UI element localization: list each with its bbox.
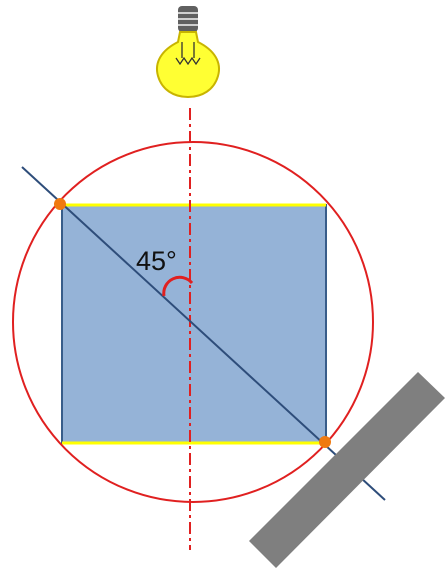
contact-point-bottom-right [319,436,331,448]
circumscribed-circle [12,141,374,503]
angle-arc [162,275,194,297]
contact-point-top-left [54,198,66,210]
tilted-plate [249,372,445,568]
light-bulb-icon [156,6,220,99]
bulb-filament [175,42,201,66]
angle-label: 45° [136,246,177,276]
